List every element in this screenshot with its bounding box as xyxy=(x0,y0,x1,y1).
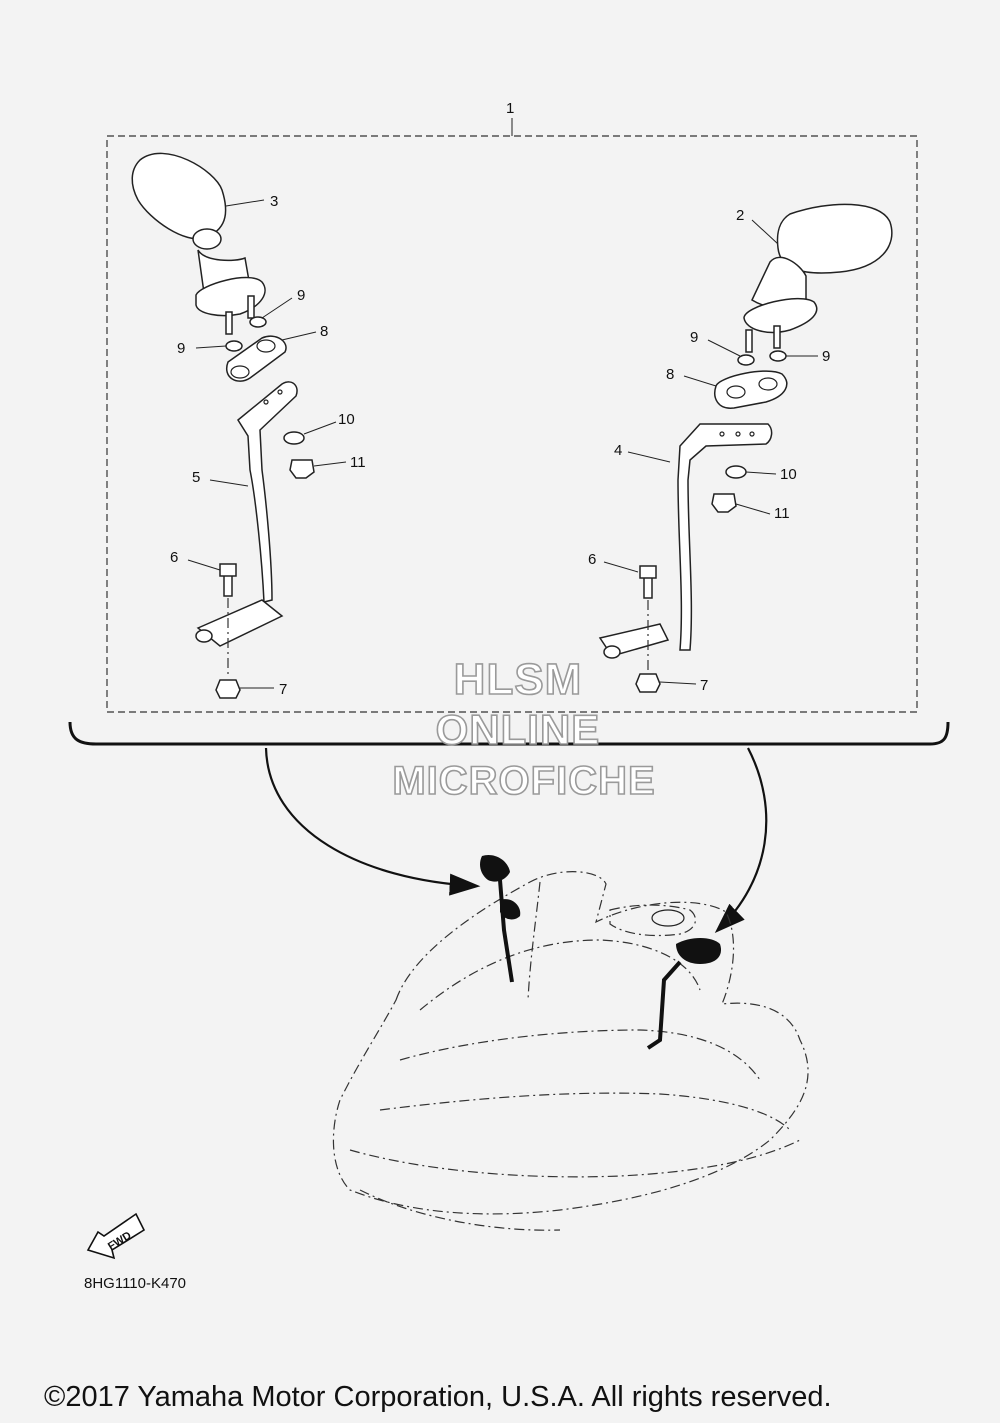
left-washer-10 xyxy=(283,431,305,445)
right-washer-9b xyxy=(769,350,787,362)
callout-11-left: 11 xyxy=(350,454,366,471)
callout-3: 3 xyxy=(270,193,278,210)
svg-text:HLSM: HLSM xyxy=(454,655,583,704)
right-washer-10 xyxy=(725,465,747,479)
callout-6-right: 6 xyxy=(588,551,596,568)
arrow-right xyxy=(714,747,768,934)
left-washer-9a xyxy=(249,316,267,328)
callout-9-left-b: 9 xyxy=(177,340,185,357)
svg-text:ONLINE: ONLINE xyxy=(436,706,601,753)
callout-9-left-a: 9 xyxy=(297,287,305,304)
craft-left-mirror xyxy=(480,854,510,882)
callout-10-left: 10 xyxy=(338,411,355,428)
watermark: HLSM ONLINE MICROFICHE xyxy=(392,654,656,804)
right-mirror-head xyxy=(776,203,893,274)
left-callouts: 3 9 9 8 10 11 5 6 7 xyxy=(170,193,366,698)
callout-9-right-b: 9 xyxy=(822,348,830,365)
diagram-code: 8HG1110-K470 xyxy=(84,1275,186,1292)
right-washer-9a xyxy=(737,354,755,366)
right-callouts: 2 9 9 8 4 10 11 6 7 xyxy=(588,207,830,694)
callout-5: 5 xyxy=(192,469,200,486)
fwd-arrow-icon xyxy=(86,1212,146,1260)
callout-4: 4 xyxy=(614,442,622,459)
left-mirror-assembly xyxy=(131,152,315,699)
callout-7-right: 7 xyxy=(700,677,708,694)
callout-8-right: 8 xyxy=(666,366,674,383)
callout-9-right-a: 9 xyxy=(690,329,698,346)
craft-right-mirror xyxy=(676,938,722,964)
right-nut-11 xyxy=(711,493,737,513)
callout-1: 1 xyxy=(506,100,514,117)
left-bolt-6 xyxy=(219,563,237,597)
left-damper-8 xyxy=(225,335,287,382)
kit-group: 1 xyxy=(106,100,918,713)
watercraft-illustration xyxy=(332,854,809,1231)
callout-6-left: 6 xyxy=(170,549,178,566)
arrow-left xyxy=(264,747,481,896)
callout-10-right: 10 xyxy=(780,466,797,483)
left-stay-5 xyxy=(237,381,298,603)
callout-2: 2 xyxy=(736,207,744,224)
left-nut-11 xyxy=(289,459,315,479)
fwd-indicator: FWD xyxy=(86,1212,146,1260)
callout-8-left: 8 xyxy=(320,323,328,340)
svg-text:MICROFICHE: MICROFICHE xyxy=(392,759,655,803)
right-bolt-6 xyxy=(639,565,657,599)
kit-bracket xyxy=(68,721,950,746)
right-stay-4 xyxy=(677,423,773,651)
right-nut-7 xyxy=(635,673,661,693)
right-damper-8 xyxy=(714,370,788,409)
copyright-text: ©2017 Yamaha Motor Corporation, U.S.A. A… xyxy=(44,1381,832,1413)
left-mirror-head xyxy=(131,152,227,240)
right-mirror-assembly xyxy=(598,203,893,693)
callout-7-left: 7 xyxy=(279,681,287,698)
left-nut-7 xyxy=(215,679,241,699)
callout-11-right: 11 xyxy=(774,505,790,522)
left-washer-9b xyxy=(225,340,243,352)
